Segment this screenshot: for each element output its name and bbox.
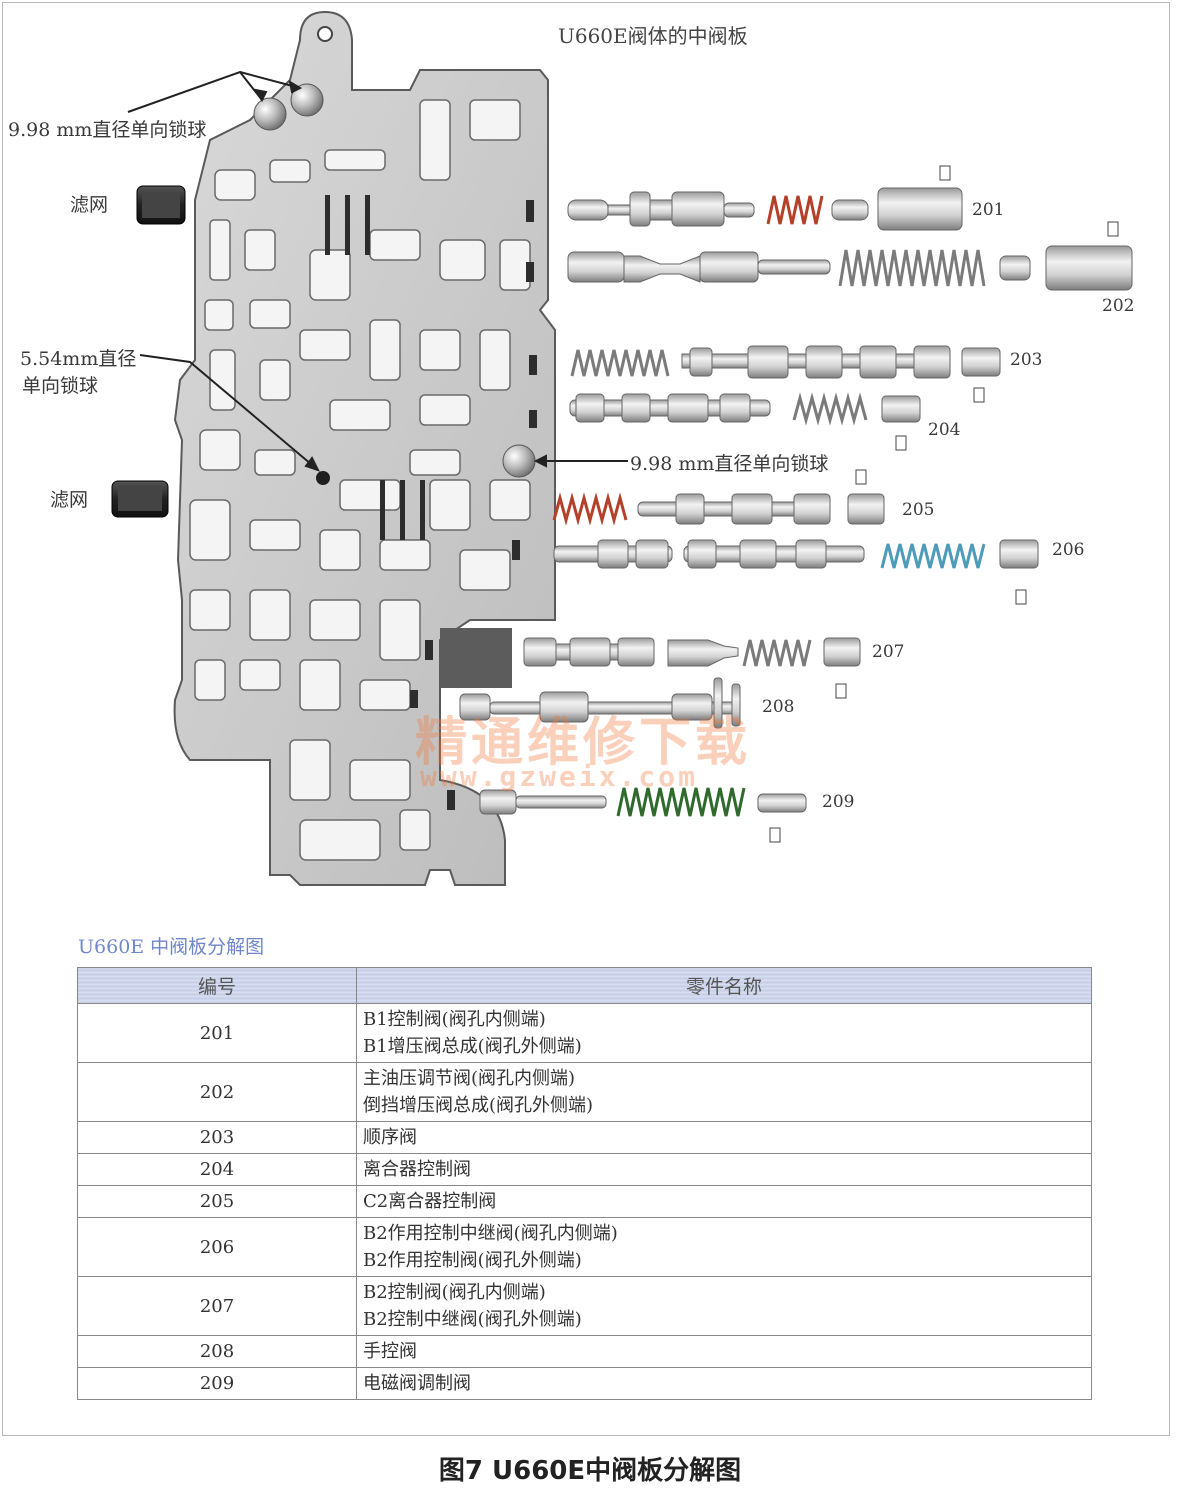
part-number-206: 206 [1052, 540, 1085, 560]
table-row: 205 C2离合器控制阀 [77, 1185, 1092, 1218]
valve-204 [569, 392, 921, 451]
valve-202 [567, 221, 1133, 291]
table-caption: U660E 中阀板分解图 [78, 936, 265, 958]
table-row: 201 B1控制阀(阀孔内侧端) B1增压阀总成(阀孔外侧端) [77, 1003, 1092, 1063]
part-number-208: 208 [762, 697, 795, 717]
table-header-row: 编号 零件名称 [77, 967, 1092, 1004]
label-check-ball-small-line2: 单向锁球 [22, 375, 99, 397]
part-number-203: 203 [1010, 350, 1043, 370]
part-name-line: 顺序阀 [363, 1127, 417, 1148]
part-name-cell: 离合器控制阀 [356, 1153, 1092, 1186]
valve-206 [553, 539, 1039, 605]
label-check-ball-small-line1: 5.54mm直径 [20, 348, 137, 370]
header-number: 编号 [77, 967, 357, 1004]
part-name-line: B2作用控制阀(阀孔外侧端) [363, 1250, 582, 1271]
part-name-line: B2作用控制中继阀(阀孔内侧端) [363, 1223, 618, 1244]
part-number-cell: 207 [77, 1276, 357, 1336]
valve-201 [567, 165, 963, 231]
table-row: 207 B2控制阀(阀孔内侧端) B2控制中继阀(阀孔外侧端) [77, 1276, 1092, 1336]
part-name-cell: B2控制阀(阀孔内侧端) B2控制中继阀(阀孔外侧端) [356, 1276, 1092, 1336]
table-row: 202 主油压调节阀(阀孔内侧端) 倒挡增压阀总成(阀孔外侧端) [77, 1062, 1092, 1122]
part-name-line: 手控阀 [363, 1341, 417, 1362]
figure-caption: 图7 U660E中阀板分解图 [438, 1456, 742, 1486]
parts-table: 编号 零件名称 201 B1控制阀(阀孔内侧端) B1增压阀总成(阀孔外侧端) 202… [77, 967, 1092, 1400]
valve-203 [570, 345, 1001, 403]
diagram-title: U660E阀体的中阀板 [558, 24, 748, 48]
part-number-201: 201 [972, 200, 1005, 220]
part-name-line: C2离合器控制阀 [363, 1191, 497, 1212]
label-check-ball-large-top: 9.98 mm直径单向锁球 [8, 119, 207, 141]
part-name-line: B1控制阀(阀孔内侧端) [363, 1009, 546, 1030]
valve-208 [459, 677, 741, 729]
plate-slots [325, 195, 537, 810]
diagram-svg [111, 10, 1133, 886]
part-number-cell: 205 [77, 1185, 357, 1218]
part-number-cell: 204 [77, 1153, 357, 1186]
part-name-line: B2控制阀(阀孔内侧端) [363, 1282, 546, 1303]
table-row: 208 手控阀 [77, 1335, 1092, 1368]
part-number-202: 202 [1102, 296, 1135, 316]
header-part-name: 零件名称 [356, 967, 1092, 1004]
part-number-cell: 209 [77, 1367, 357, 1400]
label-check-ball-large-mid: 9.98 mm直径单向锁球 [630, 453, 829, 475]
part-number-209: 209 [822, 792, 855, 812]
part-number-cell: 203 [77, 1121, 357, 1154]
valve-207 [523, 637, 861, 699]
plate-block [440, 628, 512, 688]
exploded-diagram: U660E阀体的中阀板 9.98 mm直径单向锁球 滤网 5.54mm直径 单向… [8, 10, 1135, 886]
part-number-cell: 206 [77, 1217, 357, 1277]
part-name-cell: 手控阀 [356, 1335, 1092, 1368]
part-name-cell: B2作用控制中继阀(阀孔内侧端) B2作用控制阀(阀孔外侧端) [356, 1217, 1092, 1277]
table-row: 204 离合器控制阀 [77, 1153, 1092, 1186]
part-name-line: 电磁阀调制阀 [363, 1373, 471, 1394]
valve-205 [552, 469, 885, 526]
filter-top-icon [136, 185, 186, 225]
part-name-line: 离合器控制阀 [363, 1159, 471, 1180]
watermark-text: 精通维修下载 [415, 713, 752, 773]
part-number-205: 205 [902, 500, 935, 520]
table-row: 203 顺序阀 [77, 1121, 1092, 1154]
part-name-line: 倒挡增压阀总成(阀孔外侧端) [363, 1095, 594, 1116]
check-balls [253, 83, 536, 485]
table-row: 209 电磁阀调制阀 [77, 1367, 1092, 1400]
label-filter-top: 滤网 [70, 194, 109, 216]
part-name-line: B2控制中继阀(阀孔外侧端) [363, 1309, 582, 1330]
part-number-cell: 208 [77, 1335, 357, 1368]
part-name-cell: C2离合器控制阀 [356, 1185, 1092, 1218]
valve-209 [479, 787, 807, 843]
part-number-204: 204 [928, 420, 961, 440]
leader-lines [127, 70, 628, 472]
label-filter-bottom: 滤网 [50, 489, 89, 511]
part-name-line: B1增压阀总成(阀孔外侧端) [363, 1036, 582, 1057]
part-number-cell: 201 [77, 1003, 357, 1063]
part-name-cell: 电磁阀调制阀 [356, 1367, 1092, 1400]
part-name-cell: B1控制阀(阀孔内侧端) B1增压阀总成(阀孔外侧端) [356, 1003, 1092, 1063]
part-number-207: 207 [872, 642, 905, 662]
table-row: 206 B2作用控制中继阀(阀孔内侧端) B2作用控制阀(阀孔外侧端) [77, 1217, 1092, 1277]
filter-bottom-icon [111, 480, 169, 518]
part-number-cell: 202 [77, 1062, 357, 1122]
plate-passages [189, 99, 531, 861]
watermark-url: www.gzweix.com [420, 760, 699, 793]
part-name-line: 主油压调节阀(阀孔内侧端) [363, 1068, 576, 1089]
part-name-cell: 顺序阀 [356, 1121, 1092, 1154]
part-name-cell: 主油压调节阀(阀孔内侧端) 倒挡增压阀总成(阀孔外侧端) [356, 1062, 1092, 1122]
